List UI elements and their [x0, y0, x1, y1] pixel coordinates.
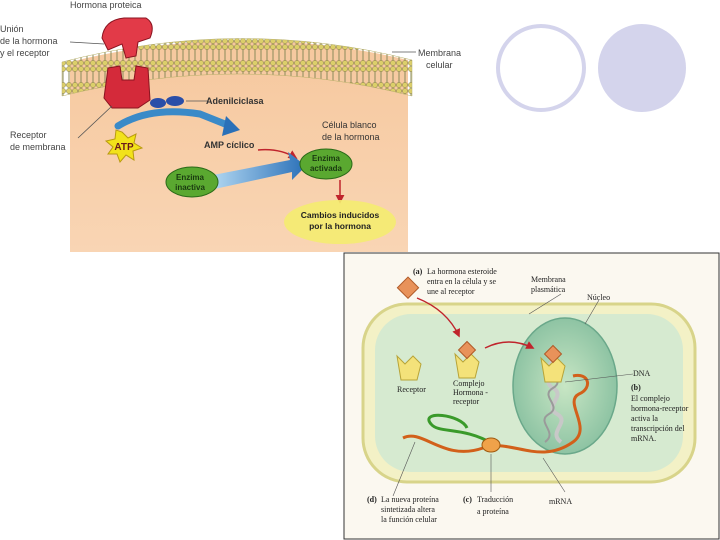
- steroid-hormone-diagram: (a) La hormona esteroide entra en la cél…: [343, 252, 720, 540]
- step-a-letter: (a): [413, 267, 423, 276]
- adenylcyclase-label: Adenilciclasa: [206, 96, 265, 106]
- changes-label-line1: Cambios inducidos: [301, 210, 380, 220]
- decorative-outline-circle: [496, 24, 586, 112]
- nucleus: [512, 317, 618, 455]
- nucleus-entry-arrow: [484, 341, 535, 349]
- cytoplasm-panel: [70, 40, 408, 252]
- complex-hormone: [457, 340, 477, 360]
- step-a-label-line3: une al receptor: [427, 287, 475, 296]
- adenylcyclase-bead: [150, 98, 166, 108]
- membrane-receptor-diagram: ATP Enzima inactiva Enzima activada Camb…: [0, 0, 461, 252]
- membrane-label-line2: celular: [426, 60, 453, 70]
- step-d-label-line3: la función celular: [381, 515, 437, 524]
- enzyme-inactive-label-line2: inactiva: [175, 183, 205, 192]
- membrane-receptor-shape: [103, 65, 151, 109]
- changes-glow: [284, 200, 396, 244]
- signal-arrow-head: [222, 116, 240, 136]
- enzyme-active-label-line2: activada: [310, 164, 343, 173]
- membrane-label-line1: Membrana: [418, 48, 461, 58]
- step-a-label-line2: entra en la célula y se: [427, 277, 497, 286]
- protein-strand: [427, 413, 494, 446]
- receptor-label-line2: de membrana: [10, 142, 66, 152]
- step-c-label-line1: Traducción: [477, 495, 513, 504]
- receptor-label: Receptor: [397, 385, 426, 394]
- complex-receptor: [454, 352, 480, 379]
- step-b-label-line1: El complejo: [631, 394, 670, 403]
- step-d-letter: (d): [367, 495, 377, 504]
- atp-star: [104, 129, 144, 163]
- lipid-bilayer: [61, 38, 413, 97]
- step-c-label-line2: a proteína: [477, 507, 509, 516]
- activation-arrow: [208, 152, 306, 190]
- step-b-label-line4: transcripción del: [631, 424, 685, 433]
- protein-hormone-shape: [101, 17, 153, 59]
- dna-label: DNA: [633, 369, 651, 378]
- enzyme-active-shape: [299, 148, 353, 180]
- complex-label-line1: Complejo: [453, 379, 485, 388]
- step-a-label-line1: La hormona esteroide: [427, 267, 497, 276]
- nuclear-complex-hormone: [543, 344, 563, 364]
- union-label-line1: Unión: [0, 24, 24, 34]
- target-cell-label-line2: de la hormona: [322, 132, 380, 142]
- step-b-label-line3: activa la: [631, 414, 658, 423]
- enzyme-inactive-shape: [165, 166, 219, 198]
- complex-label-line3: receptor: [453, 397, 480, 406]
- step-d-label-line1: La nueva proteína: [381, 495, 439, 504]
- signal-arrow: [114, 108, 234, 130]
- step-c-letter: (c): [463, 495, 472, 504]
- steroid-hormone-outside: [396, 276, 420, 300]
- ribosome: [481, 437, 501, 453]
- enzyme-inactive-label-line1: Enzima: [176, 173, 205, 182]
- camp-label: AMP cíclico: [204, 140, 255, 150]
- nuclear-complex-receptor: [540, 356, 566, 383]
- step-d-label-line2: sintetizada altera: [381, 505, 435, 514]
- entry-arrow: [416, 297, 460, 338]
- hormone-label: Hormona proteica: [70, 0, 142, 10]
- step-b-label-line5: mRNA.: [631, 434, 656, 443]
- plasma-membrane-label-line1: Membrana: [531, 275, 566, 284]
- step-b-label-line2: hormona-receptor: [631, 404, 689, 413]
- mrna-label: mRNA: [549, 497, 572, 506]
- decorative-filled-circle: [598, 24, 686, 112]
- nucleus-label: Núcleo: [587, 293, 610, 302]
- adenylcyclase-bead: [166, 96, 184, 106]
- changes-label-line2: por la hormona: [309, 221, 371, 231]
- receptor-label-line1: Receptor: [10, 130, 47, 140]
- mrna-strand: [402, 373, 589, 454]
- target-cell-label-line1: Célula blanco: [322, 120, 377, 130]
- complex-label-line2: Hormona -: [453, 388, 488, 397]
- plasma-membrane-label-line2: plasmática: [531, 285, 566, 294]
- free-receptor: [396, 354, 422, 381]
- step-b-letter: (b): [631, 383, 641, 392]
- enzyme-active-label-line1: Enzima: [312, 154, 341, 163]
- atp-label: ATP: [114, 142, 134, 153]
- union-label-line2: de la hormona: [0, 36, 58, 46]
- union-label-line3: y el receptor: [0, 48, 50, 58]
